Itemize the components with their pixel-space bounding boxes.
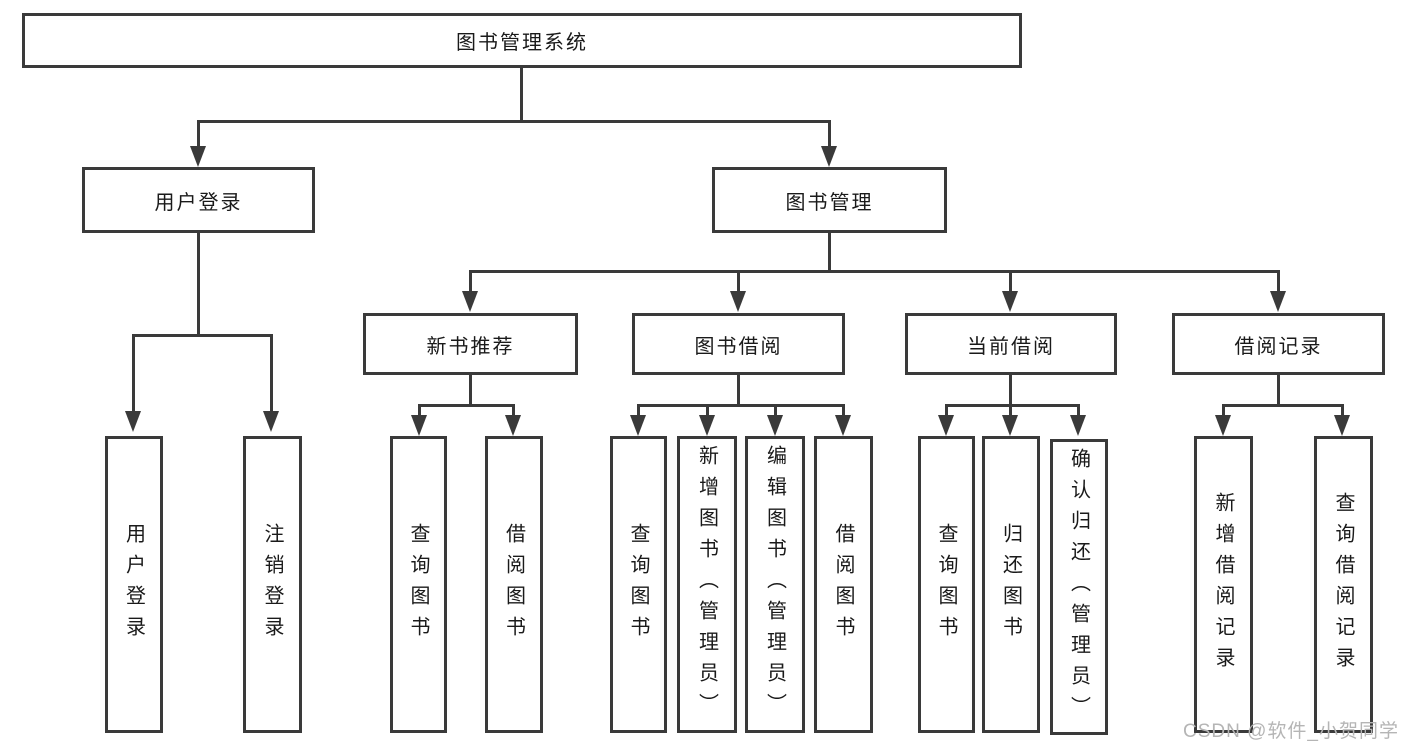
node-current-borrowing: 当前借阅: [905, 313, 1117, 375]
arrow-down-icon: [263, 411, 279, 432]
watermark: CSDN @软件_小贺同学: [1183, 721, 1399, 742]
connector-recommend-stem: [469, 375, 472, 406]
arrow-down-icon: [125, 411, 141, 432]
arrow-down-icon: [699, 415, 715, 436]
connector-current-drop-3: [1077, 404, 1080, 417]
connector-mgmt-stem: [828, 233, 831, 272]
connector-recommend-drop-1: [418, 404, 421, 417]
leaf-label: 借阅图书: [832, 522, 854, 647]
connector-current-drop-1: [945, 404, 948, 417]
leaf-label: 用户登录: [122, 522, 145, 647]
leaf-confirm-return-admin: 确认归还（管理员）: [1050, 439, 1108, 735]
leaf-label: 编辑图书（管理员）: [763, 445, 786, 724]
leaf-label: 借阅图书: [502, 522, 525, 647]
arrow-down-icon: [835, 415, 851, 436]
connector-mgmt-drop-1: [469, 270, 472, 292]
leaf-label: 查询图书: [407, 522, 429, 647]
leaf-label: 注销登录: [261, 522, 283, 647]
node-user-login: 用户登录: [82, 167, 315, 233]
connector-recommend-drop-2: [512, 404, 515, 417]
leaf-user-login: 用户登录: [105, 436, 163, 733]
leaf-label: 查询借阅记录: [1332, 491, 1354, 678]
node-library-management-system: 图书管理系统: [22, 13, 1022, 68]
connector-login-stem: [197, 233, 200, 336]
leaf-label: 新增借阅记录: [1212, 491, 1234, 678]
leaf-query-borrow-record: 查询借阅记录: [1314, 436, 1373, 733]
leaf-logout: 注销登录: [243, 436, 302, 733]
connector-records-drop-1: [1222, 404, 1225, 417]
arrow-down-icon: [1002, 291, 1018, 312]
connector-records-stem: [1277, 375, 1280, 406]
arrow-down-icon: [190, 146, 206, 167]
arrow-down-icon: [1215, 415, 1231, 436]
connector-borrow-hline: [637, 404, 844, 407]
connector-borrow-drop-1: [637, 404, 640, 417]
connector-current-hline: [945, 404, 1079, 407]
connector-login-hline: [132, 334, 273, 337]
connector-records-hline: [1222, 404, 1344, 407]
leaf-return-book: 归还图书: [982, 436, 1040, 733]
leaf-label: 新增图书（管理员）: [695, 445, 718, 724]
node-borrowing-records: 借阅记录: [1172, 313, 1385, 375]
leaf-query-books-borrow: 查询图书: [610, 436, 667, 733]
arrow-down-icon: [411, 415, 427, 436]
node-label: 借阅记录: [1234, 335, 1323, 358]
connector-mgmt-drop-2: [737, 270, 740, 292]
leaf-label: 确认归还（管理员）: [1067, 447, 1090, 727]
leaf-label: 查询图书: [935, 522, 957, 647]
leaf-edit-book-admin: 编辑图书（管理员）: [745, 436, 805, 733]
arrow-down-icon: [767, 415, 783, 436]
arrow-down-icon: [1070, 415, 1086, 436]
leaf-label: 归还图书: [999, 522, 1022, 647]
connector-mgmt-drop-3: [1009, 270, 1012, 292]
arrow-down-icon: [1270, 291, 1286, 312]
leaf-borrow-books-recommend: 借阅图书: [485, 436, 543, 733]
connector-root-drop-left: [197, 120, 200, 148]
leaf-add-borrow-record: 新增借阅记录: [1194, 436, 1253, 733]
arrow-down-icon: [938, 415, 954, 436]
node-label: 图书管理: [785, 191, 874, 214]
arrow-down-icon: [730, 291, 746, 312]
arrow-down-icon: [505, 415, 521, 436]
connector-current-stem: [1009, 375, 1012, 406]
node-label: 用户登录: [154, 191, 243, 214]
node-label: 图书借阅: [694, 335, 783, 358]
connector-mgmt-drop-4: [1277, 270, 1280, 292]
connector-borrow-drop-4: [842, 404, 845, 417]
connector-borrow-stem: [737, 375, 740, 406]
node-label: 新书推荐: [426, 335, 515, 358]
connector-login-drop-2: [270, 334, 273, 413]
node-book-management: 图书管理: [712, 167, 947, 233]
leaf-add-book-admin: 新增图书（管理员）: [677, 436, 737, 733]
arrow-down-icon: [1002, 415, 1018, 436]
arrow-down-icon: [630, 415, 646, 436]
node-label: 当前借阅: [967, 335, 1055, 358]
connector-mgmt-hline: [469, 270, 1279, 273]
leaf-query-books-recommend: 查询图书: [390, 436, 447, 733]
node-book-borrowing: 图书借阅: [632, 313, 845, 375]
connector-borrow-drop-3: [774, 404, 777, 417]
connector-records-drop-2: [1341, 404, 1344, 417]
leaf-label: 查询图书: [627, 522, 649, 647]
arrow-down-icon: [462, 291, 478, 312]
leaf-query-books-current: 查询图书: [918, 436, 975, 733]
connector-root-hline: [197, 120, 831, 123]
arrow-down-icon: [1334, 415, 1350, 436]
arrow-down-icon: [821, 146, 837, 167]
connector-root-stem: [520, 68, 523, 120]
node-new-book-recommendation: 新书推荐: [363, 313, 578, 375]
connector-login-drop-1: [132, 334, 135, 413]
node-label: 图书管理系统: [456, 32, 588, 54]
connector-current-drop-2: [1009, 404, 1012, 417]
connector-borrow-drop-2: [706, 404, 709, 417]
connector-recommend-hline: [418, 404, 515, 407]
connector-root-drop-right: [828, 120, 831, 148]
leaf-borrow-books: 借阅图书: [814, 436, 873, 733]
